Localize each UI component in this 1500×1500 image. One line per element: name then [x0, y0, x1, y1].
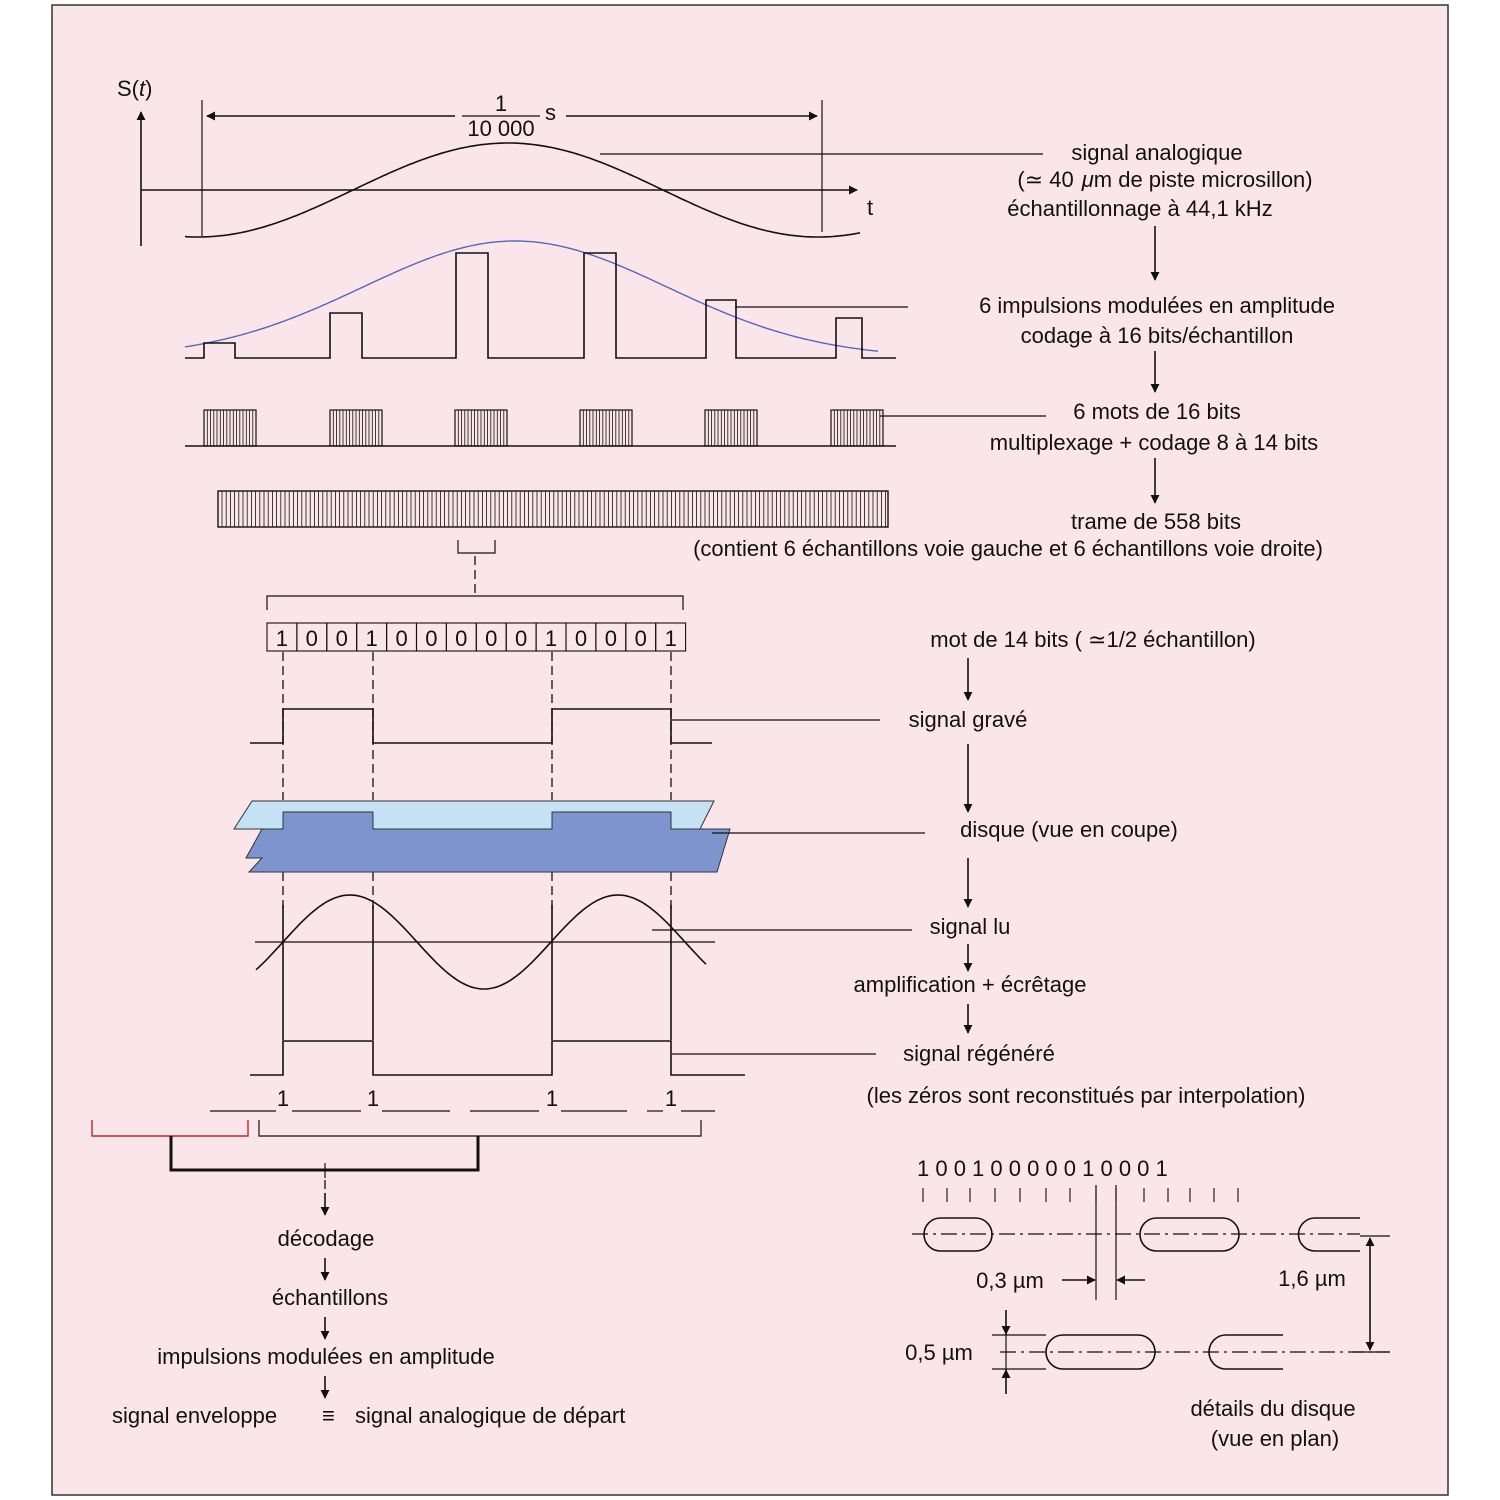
bit-value: 1	[365, 626, 377, 651]
bit-value: 0	[425, 626, 437, 651]
black-bracket-right	[258, 1120, 702, 1137]
envelope-curve	[184, 240, 879, 352]
label-amplification: amplification + écrêtage	[854, 972, 1087, 997]
regen-bit-1: 1	[277, 1086, 289, 1111]
bit-value: 0	[306, 626, 318, 651]
bit-value: 0	[605, 626, 617, 651]
label-zeros: (les zéros sont reconstitués par interpo…	[867, 1083, 1306, 1108]
bit-value: 0	[336, 626, 348, 651]
bit-value: 0	[575, 626, 587, 651]
disc-detail-plan-view: 1 0 0 1 0 0 0 0 0 1 0 0 0 1 0,3 µm 1,6 µ…	[905, 1156, 1390, 1451]
dim-05-label: 0,5 µm	[905, 1340, 973, 1365]
frame-selection-bracket	[457, 540, 496, 554]
label-multiplexage: multiplexage + codage 8 à 14 bits	[990, 430, 1318, 455]
detail-caption-1: détails du disque	[1190, 1396, 1355, 1421]
regenerated-signal: signal régénéré (les zéros sont reconsti…	[210, 1040, 1306, 1112]
period-numerator: 1	[495, 91, 507, 116]
pit-1	[923, 1217, 993, 1252]
decoding-brackets	[91, 1120, 702, 1216]
label-impulsions: 6 impulsions modulées en amplitude	[979, 293, 1335, 318]
label-mot14: mot de 14 bits ( ≃1/2 échantillon)	[930, 627, 1255, 652]
regenerated-square-wave	[250, 1040, 745, 1076]
bit-value: 0	[455, 626, 467, 651]
period-unit: s	[545, 100, 556, 125]
label-signal-grave: signal gravé	[909, 707, 1028, 732]
regen-bit-4: 1	[665, 1086, 677, 1111]
bit-value: 0	[515, 626, 527, 651]
x-axis-label: t	[867, 195, 873, 220]
bit-value: 0	[485, 626, 497, 651]
disc-substrate	[245, 811, 731, 873]
label-depart: signal analogique de départ	[355, 1403, 625, 1428]
word-16-bits	[579, 409, 633, 447]
bottom-left-chain: décodage échantillons impulsions modulée…	[112, 1226, 625, 1428]
label-echantillonnage: échantillonnage à 44,1 kHz	[1007, 196, 1272, 221]
label-decodage: décodage	[278, 1226, 375, 1251]
word-16-bits	[454, 409, 508, 447]
label-trame: trame de 558 bits	[1071, 509, 1241, 534]
word-16-bits	[329, 409, 383, 447]
detail-bit-ticks	[922, 1188, 1239, 1202]
label-disque-coupe: disque (vue en coupe)	[960, 817, 1178, 842]
bit-value: 1	[545, 626, 557, 651]
detail-bit-sequence: 1 0 0 1 0 0 0 0 0 1 0 0 0 1	[917, 1156, 1168, 1181]
label-signal-lu: signal lu	[930, 914, 1011, 939]
label-signal-analogique: signal analogique	[1071, 140, 1242, 165]
label-codage16: codage à 16 bits/échantillon	[1021, 323, 1294, 348]
frame-box	[217, 490, 889, 528]
dim-16-label: 1,6 µm	[1278, 1266, 1346, 1291]
y-axis-label: S(t)	[117, 76, 152, 101]
bit-value: 1	[276, 626, 288, 651]
bit-value: 0	[635, 626, 647, 651]
label-enveloppe: signal enveloppe	[112, 1403, 277, 1428]
dim-03-label: 0,3 µm	[976, 1268, 1044, 1293]
pit-2	[1139, 1217, 1240, 1252]
engraved-signal: signal gravé	[250, 707, 1028, 813]
analog-signal-chart: S(t) t 1 10 000 s	[117, 76, 1043, 246]
pit-3-partial	[1297, 1217, 1360, 1252]
word-16-bits	[704, 409, 758, 447]
analog-signal-wave	[184, 142, 861, 238]
disc-cross-section: disque (vue en coupe)	[233, 800, 1178, 908]
label-contient: (contient 6 échantillons voie gauche et …	[693, 536, 1323, 561]
pam-pulses	[184, 240, 908, 359]
word-16-bits	[830, 409, 884, 447]
label-signal-regenere: signal régénéré	[903, 1041, 1055, 1066]
pam-pulse-train	[185, 252, 896, 359]
engraved-square-wave	[250, 708, 712, 744]
read-signal-wave	[255, 894, 707, 990]
pit-4	[1045, 1334, 1156, 1370]
word-top-bracket	[266, 595, 684, 610]
period-denominator: 10 000	[467, 116, 534, 141]
bit-value: 1	[665, 626, 677, 651]
bit-value: 0	[395, 626, 407, 651]
read-signal: signal lu amplification + écrêtage	[255, 894, 1087, 1040]
bit-cell	[655, 622, 687, 652]
label-impulsions-bottom: impulsions modulées en amplitude	[157, 1344, 495, 1369]
sixteen-bit-words	[185, 409, 1046, 447]
pit-5-partial	[1208, 1334, 1283, 1370]
label-mots: 6 mots de 16 bits	[1073, 399, 1241, 424]
background-panel	[51, 4, 1449, 1496]
label-echantillons: échantillons	[272, 1285, 388, 1310]
detail-caption-2: (vue en plan)	[1211, 1426, 1339, 1451]
regen-bit-3: 1	[546, 1086, 558, 1111]
regen-bit-2: 1	[367, 1086, 379, 1111]
word-16-bits	[203, 409, 257, 447]
frame-558-bits	[217, 490, 889, 596]
equiv-sign: ≡	[322, 1403, 335, 1428]
